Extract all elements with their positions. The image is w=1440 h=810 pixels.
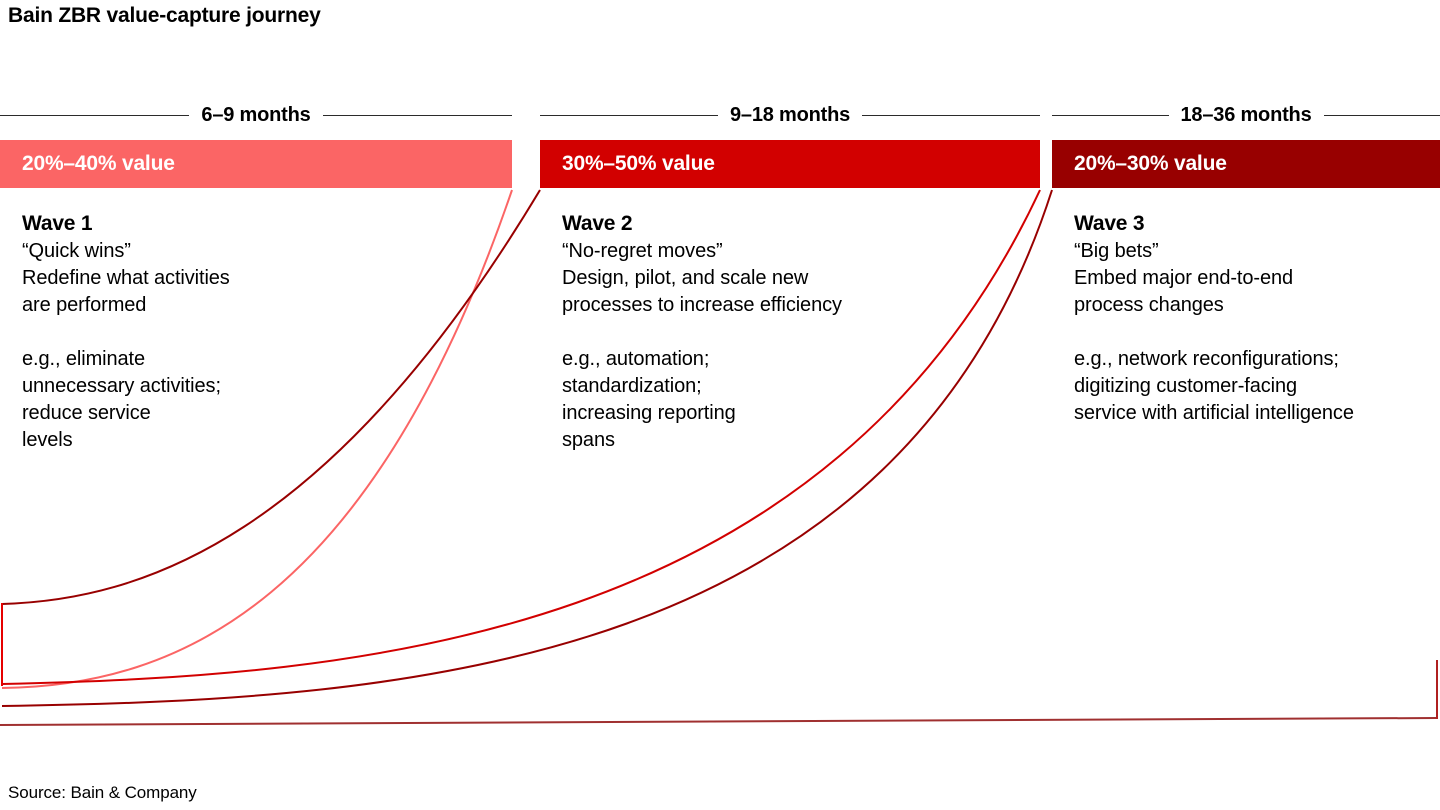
baseline-rule: [0, 717, 1437, 726]
wave-desc-line: “Big bets”: [1074, 240, 1159, 262]
wave-example-line: unnecessary activities;: [22, 375, 221, 397]
panel-body-wave-2: Wave 2 “No-regret moves” Design, pilot, …: [540, 188, 1040, 454]
wave-title-2: Wave 2: [562, 212, 633, 235]
wave-desc-line: Redefine what activities: [22, 267, 230, 289]
spacer: [562, 319, 1040, 346]
wave-title-1: Wave 1: [22, 212, 93, 235]
panel-wave-3: 20%–30% value Wave 3 “Big bets” Embed ma…: [1052, 140, 1440, 427]
value-badge-wave-3: 20%–30% value: [1074, 152, 1227, 175]
wave-title-3: Wave 3: [1074, 212, 1145, 235]
spacer: [22, 319, 512, 346]
panel-header-wave-1: 20%–40% value: [0, 140, 512, 188]
page-title: Bain ZBR value-capture journey: [8, 4, 321, 27]
timeline-rule-left: [540, 114, 718, 116]
wave-desc-line: “Quick wins”: [22, 240, 131, 262]
wave-example-line: standardization;: [562, 375, 702, 397]
timeline-label-2: 9–18 months: [729, 103, 851, 126]
wave-example-line: increasing reporting: [562, 402, 736, 424]
panel-header-wave-3: 20%–30% value: [1052, 140, 1440, 188]
wave-desc-line: processes to increase efficiency: [562, 294, 842, 316]
wave-example-line: e.g., network reconfigurations;: [1074, 348, 1339, 370]
value-badge-wave-1: 20%–40% value: [22, 152, 175, 175]
panel-header-wave-2: 30%–50% value: [540, 140, 1040, 188]
timeline-rule-right: [862, 114, 1041, 116]
timeline-segment-3: 18–36 months: [1052, 100, 1440, 130]
timeline-label-3: 18–36 months: [1180, 103, 1312, 126]
wave-example-line: spans: [562, 429, 615, 451]
panel-body-wave-3: Wave 3 “Big bets” Embed major end-to-end…: [1052, 188, 1440, 427]
source-note: Source: Bain & Company: [8, 783, 197, 802]
spacer: [1074, 319, 1440, 346]
timeline-rule-right: [1323, 114, 1440, 116]
panel-body-wave-1: Wave 1 “Quick wins” Redefine what activi…: [0, 188, 512, 454]
timeline-segment-2: 9–18 months: [540, 100, 1041, 130]
wave-desc-line: “No-regret moves”: [562, 240, 723, 262]
wave-desc-line: process changes: [1074, 294, 1224, 316]
timeline-header-row: 6–9 months 9–18 months 18–36 months: [0, 100, 1440, 130]
wave-desc-line: Design, pilot, and scale new: [562, 267, 809, 289]
wave-example-line: levels: [22, 429, 73, 451]
wave-example-line: reduce service: [22, 402, 151, 424]
wave-example-line: e.g., automation;: [562, 348, 710, 370]
wave-example-line: e.g., eliminate: [22, 348, 146, 370]
wave-example-line: digitizing customer-facing: [1074, 375, 1298, 397]
wave-desc-line: Embed major end-to-end: [1074, 267, 1294, 289]
panel-wave-2: 30%–50% value Wave 2 “No-regret moves” D…: [540, 140, 1040, 454]
value-badge-wave-2: 30%–50% value: [562, 152, 715, 175]
panel-wave-1: 20%–40% value Wave 1 “Quick wins” Redefi…: [0, 140, 512, 454]
timeline-label-1: 6–9 months: [201, 103, 311, 126]
timeline-segment-1: 6–9 months: [0, 100, 512, 130]
timeline-rule-right: [322, 114, 512, 116]
wave-desc-line: are performed: [22, 294, 147, 316]
wave-example-line: service with artificial intelligence: [1074, 402, 1354, 424]
timeline-rule-left: [0, 114, 190, 116]
timeline-rule-left: [1052, 114, 1169, 116]
